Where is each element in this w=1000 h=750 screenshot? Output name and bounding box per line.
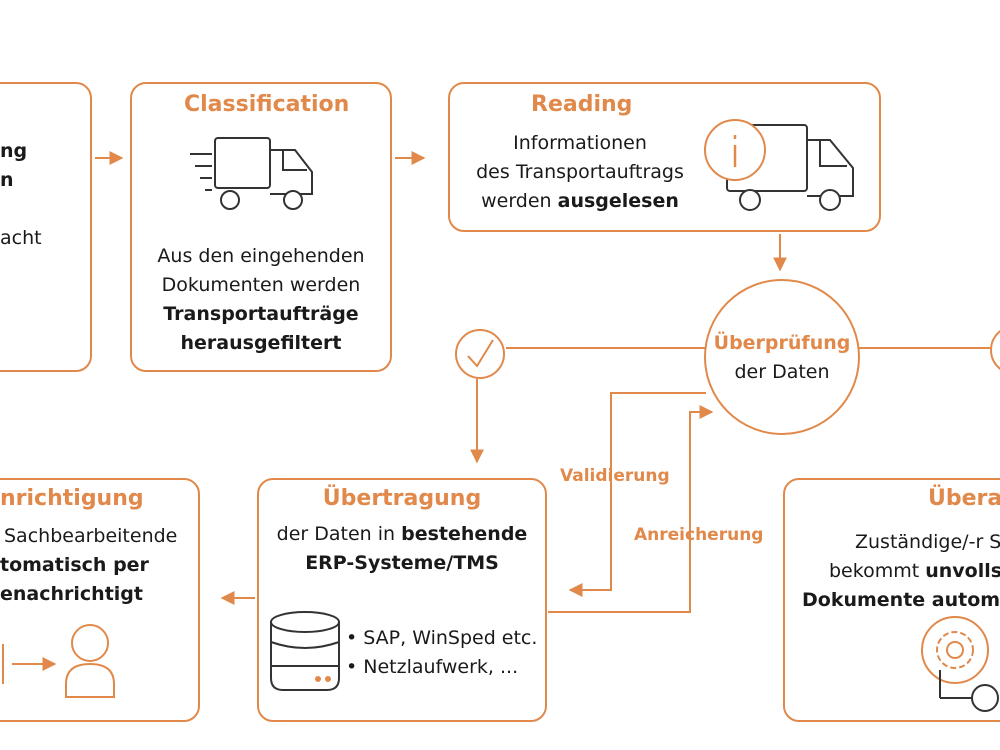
- uebertragung-line1-normal: der Daten in: [276, 523, 402, 545]
- left-text-line2: n: [0, 169, 14, 191]
- uebergabe-title: Überar: [928, 486, 1000, 511]
- benachrichtigung-title: nrichtigung: [0, 486, 144, 511]
- uebergabe-line1: Zuständige/-r S: [855, 531, 1000, 553]
- classification-line2: Dokumenten werden: [161, 274, 361, 296]
- check-title: Überprüfung: [713, 332, 851, 354]
- arrow-anreicherung: [548, 405, 714, 613]
- reading-line2: des Transportauftrags: [476, 161, 684, 183]
- uebertragung-title: Übertragung: [322, 486, 482, 511]
- check-subtitle: der Daten: [734, 361, 830, 383]
- moving-truck-icon: [190, 137, 313, 210]
- uebergabe-line2-normal: bekommt: [829, 560, 926, 582]
- benachrichtigung-line2: tomatisch per: [0, 554, 149, 576]
- arrow-validierung: [568, 392, 706, 597]
- left-text-line3: acht: [0, 227, 42, 249]
- truck-info-icon: [704, 119, 854, 211]
- anreicherung-label: Anreicherung: [634, 525, 764, 545]
- benachrichtigung-line1: Sachbearbeitende: [4, 525, 178, 547]
- reading-line3: werden ausgelesen: [460, 187, 700, 216]
- reading-title: Reading: [531, 92, 633, 117]
- checkmark-icon: [467, 339, 494, 368]
- gear-icon: [921, 616, 999, 712]
- validierung-label: Validierung: [560, 466, 670, 486]
- ok-circle: [455, 329, 505, 379]
- partial-circle-right: [990, 330, 1000, 370]
- classification-line1: Aus den eingehenden: [157, 245, 365, 267]
- uebertragung-bullet2: • Netzlaufwerk, ...: [346, 656, 519, 678]
- person-icon: [65, 624, 115, 698]
- left-partial-box: [0, 82, 92, 372]
- classification-title: Classification: [184, 92, 350, 117]
- classification-line4: herausgefiltert: [180, 332, 342, 354]
- check-circle: [704, 279, 860, 435]
- uebertragung-line2: ERP-Systeme/TMS: [305, 552, 499, 574]
- reading-box: [448, 82, 881, 232]
- benachrichtigung-line3: enachrichtigt: [0, 583, 143, 605]
- uebergabe-line2: bekommt unvollst: [829, 557, 1000, 586]
- classification-box: [130, 82, 392, 372]
- left-text-line1: ng: [0, 140, 28, 162]
- reading-line1: Informationen: [513, 132, 647, 154]
- uebertragung-box: [257, 478, 547, 722]
- uebergabe-line3: Dokumente automat: [802, 589, 1000, 611]
- reading-line3-normal: werden: [481, 190, 558, 212]
- uebergabe-line2-bold: unvollst: [925, 560, 1000, 582]
- uebertragung-bullet1: • SAP, WinSped etc.: [346, 627, 538, 649]
- benachrichtigung-box: [0, 478, 200, 722]
- database-server-icon: [270, 611, 340, 691]
- uebertragung-line1-bold: bestehende: [401, 523, 528, 545]
- classification-line3: Transportaufträge: [163, 303, 359, 325]
- uebertragung-line1: der Daten in bestehende: [257, 520, 547, 549]
- reading-line3-bold: ausgelesen: [557, 190, 679, 212]
